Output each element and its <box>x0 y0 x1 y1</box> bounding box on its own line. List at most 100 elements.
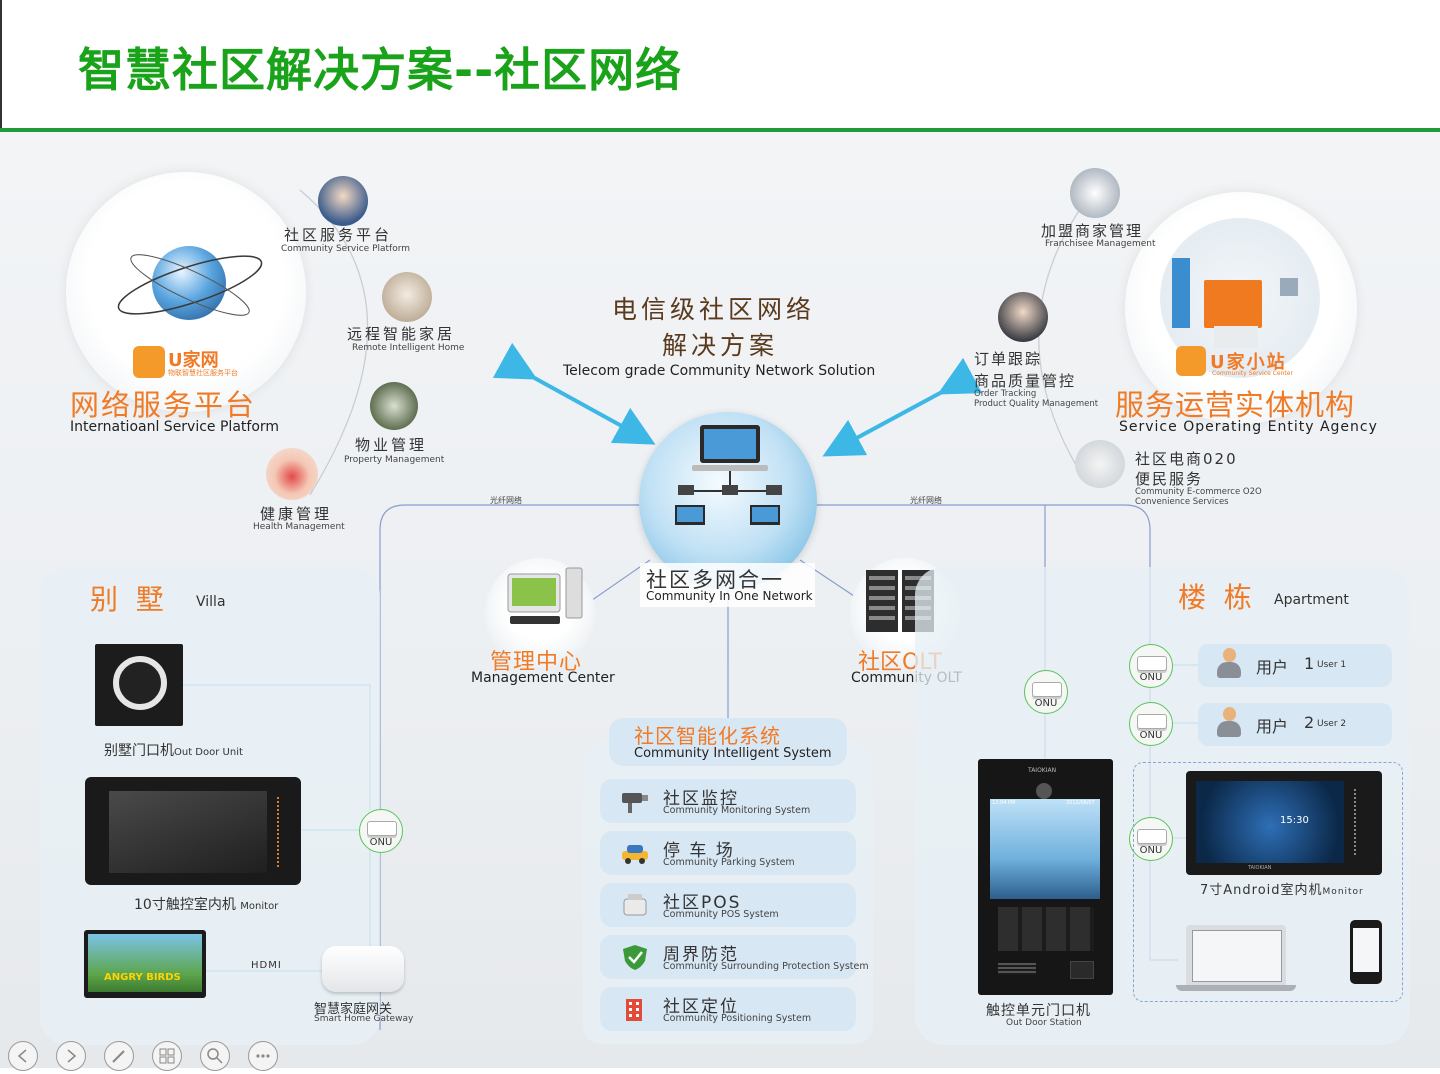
user-avatar-icon <box>1216 707 1242 739</box>
mgmt-title-en: Management Center <box>471 670 615 686</box>
ecommerce-cart-icon <box>1075 440 1125 488</box>
gateway-label: 智慧家庭网关 <box>314 1002 393 1017</box>
network-topology-icon <box>675 425 782 525</box>
globe-icon <box>152 246 226 320</box>
cctv-camera-icon <box>622 793 648 813</box>
agency-title: 服务运营实体机构 <box>1115 388 1356 422</box>
system-item-pos: 社区POS Community POS System <box>600 883 856 927</box>
laptop-icon <box>1186 925 1286 985</box>
user-card-1: 用户 1 User 1 <box>1198 644 1392 687</box>
fiber-label-right: 光纤网络 <box>910 496 942 505</box>
hub-label-box <box>640 563 815 607</box>
system-item-monitoring: 社区监控 Community Monitoring System <box>600 779 856 823</box>
apartment-title-en: Apartment <box>1274 592 1349 608</box>
apartment-onu-1: ONU <box>1129 644 1173 688</box>
agency-brand-sub: Community Service Center <box>1212 370 1293 377</box>
hdmi-label: HDMI <box>251 960 282 971</box>
next-slide-button[interactable] <box>56 1041 86 1071</box>
pos-terminal-icon <box>623 894 647 916</box>
agency-item-1: 加盟商家管理 <box>1041 222 1144 240</box>
tv-screen-text: ANGRY BIRDS <box>104 972 181 983</box>
platform-title: 网络服务平台 <box>70 388 257 422</box>
fiber-line-left <box>379 504 640 1030</box>
platform-item-1-en: Community Service Platform <box>281 244 411 254</box>
intelligent-title: 社区智能化系统 <box>634 724 781 748</box>
slide-sorter-button[interactable] <box>152 1041 182 1071</box>
android-7inch-monitor: 15:30 TAIOKIAN <box>1186 771 1382 875</box>
villa-tv: ANGRY BIRDS <box>84 930 206 998</box>
agency-item-3-en2: Convenience Services <box>1135 497 1229 507</box>
platform-item-3: 物业管理 <box>355 436 428 454</box>
server-rack-icon <box>866 570 934 632</box>
center-title-line2: 解决方案 <box>662 331 779 360</box>
zoom-button[interactable] <box>200 1041 230 1071</box>
platform-title-en: Internatioanl Service Platform <box>70 419 280 435</box>
smart-home-gateway <box>322 946 404 992</box>
platform-item-2: 远程智能家居 <box>347 325 456 343</box>
platform-item-3-en: Property Management <box>344 455 445 465</box>
hub-title: 社区多网合一 <box>646 568 784 592</box>
villa-outdoor-label: 别墅门口机Out Door Unit <box>104 743 243 759</box>
station-label-en: Out Door Station <box>1006 1018 1082 1028</box>
platform-item-2-en: Remote Intelligent Home <box>352 343 465 353</box>
agency-item-1-en: Franchisee Management <box>1045 239 1156 249</box>
monitor-brand: TAIOKIAN <box>1248 865 1272 871</box>
title-divider <box>0 128 1440 132</box>
android-monitor-label: 7寸Android室内机Monitor <box>1200 883 1364 898</box>
apartment-title: 楼 栋 <box>1178 581 1252 614</box>
arrow-agency-link <box>822 357 983 457</box>
platform-item-4-en: Health Management <box>253 522 345 532</box>
platform-brand: U家网 <box>168 350 219 371</box>
fiber-line-right <box>815 504 1178 961</box>
agency-item-2-en: Order Tracking <box>974 389 1037 399</box>
center-title-line1: 电信级社区网络 <box>612 295 816 324</box>
system-item-protection: 周界防范 Community Surrounding Protection Sy… <box>600 935 869 979</box>
station-label: 触控单元门口机 <box>986 1003 1091 1019</box>
car-icon <box>622 845 648 864</box>
agency-item-2-en2: Product Quality Management <box>974 399 1099 409</box>
shield-icon <box>623 945 647 970</box>
center-title-en: Telecom grade Community Network Solution <box>563 363 876 379</box>
gateway-label-en: Smart Home Gateway <box>314 1014 414 1024</box>
agency-title-en: Service Operating Entity Agency <box>1119 419 1378 435</box>
system-item-parking: 停 车 场 Community Parking System <box>600 831 856 875</box>
agency-item-2b: 商品质量管控 <box>974 372 1077 390</box>
smartphone-icon <box>1350 920 1382 984</box>
order-agent-photo <box>998 292 1048 342</box>
monitor-clock: 15:30 <box>1280 815 1309 826</box>
villa-title-en: Villa <box>196 594 226 610</box>
fiber-label-left: 光纤网络 <box>490 496 522 505</box>
agency-brand: U家小站 <box>1210 352 1287 373</box>
desktop-computer-icon <box>507 567 583 624</box>
slide-left-edge <box>0 0 2 132</box>
building-locator-icon <box>626 999 642 1021</box>
agency-item-3b: 便民服务 <box>1135 470 1204 488</box>
intelligent-header <box>609 718 847 766</box>
villa-outdoor-unit <box>95 644 183 726</box>
agency-item-3: 社区电商020 <box>1135 450 1238 468</box>
station-brand: TAIOKIAN <box>1028 767 1057 774</box>
platform-item-4: 健康管理 <box>260 505 333 523</box>
agency-item-3-en: Community E-commerce O2O <box>1135 487 1262 497</box>
property-photo <box>370 382 418 430</box>
arrow-platform-link <box>492 342 656 445</box>
user-avatar-icon <box>1216 648 1242 680</box>
hub-title-en: Community In One Network <box>646 589 813 603</box>
station-screen-time: 12:04 PM <box>992 800 1016 806</box>
service-agent-photo <box>318 176 368 226</box>
villa-onu: ONU <box>359 809 403 853</box>
station-onu: ONU <box>1024 670 1068 714</box>
prev-slide-button[interactable] <box>8 1041 38 1071</box>
touch-out-door-station: TAIOKIAN 12:04 PM 2012/06/07 <box>978 759 1113 995</box>
franchise-meeting-photo <box>1070 168 1120 218</box>
villa-10inch-monitor <box>85 777 301 885</box>
pen-tool-button[interactable] <box>104 1041 134 1071</box>
user-card-2: 用户 2 User 2 <box>1198 703 1392 746</box>
agency-item-2: 订单跟踪 <box>974 350 1043 368</box>
platform-brand-sub: 物联智慧社区服务平台 <box>168 369 238 377</box>
ujia-logo-icon <box>133 346 165 378</box>
system-item-positioning: 社区定位 Community Positioning System <box>600 987 856 1031</box>
intelligent-title-en: Community Intelligent System <box>634 746 832 761</box>
more-options-button[interactable] <box>248 1041 278 1071</box>
platform-item-1: 社区服务平台 <box>284 226 393 244</box>
